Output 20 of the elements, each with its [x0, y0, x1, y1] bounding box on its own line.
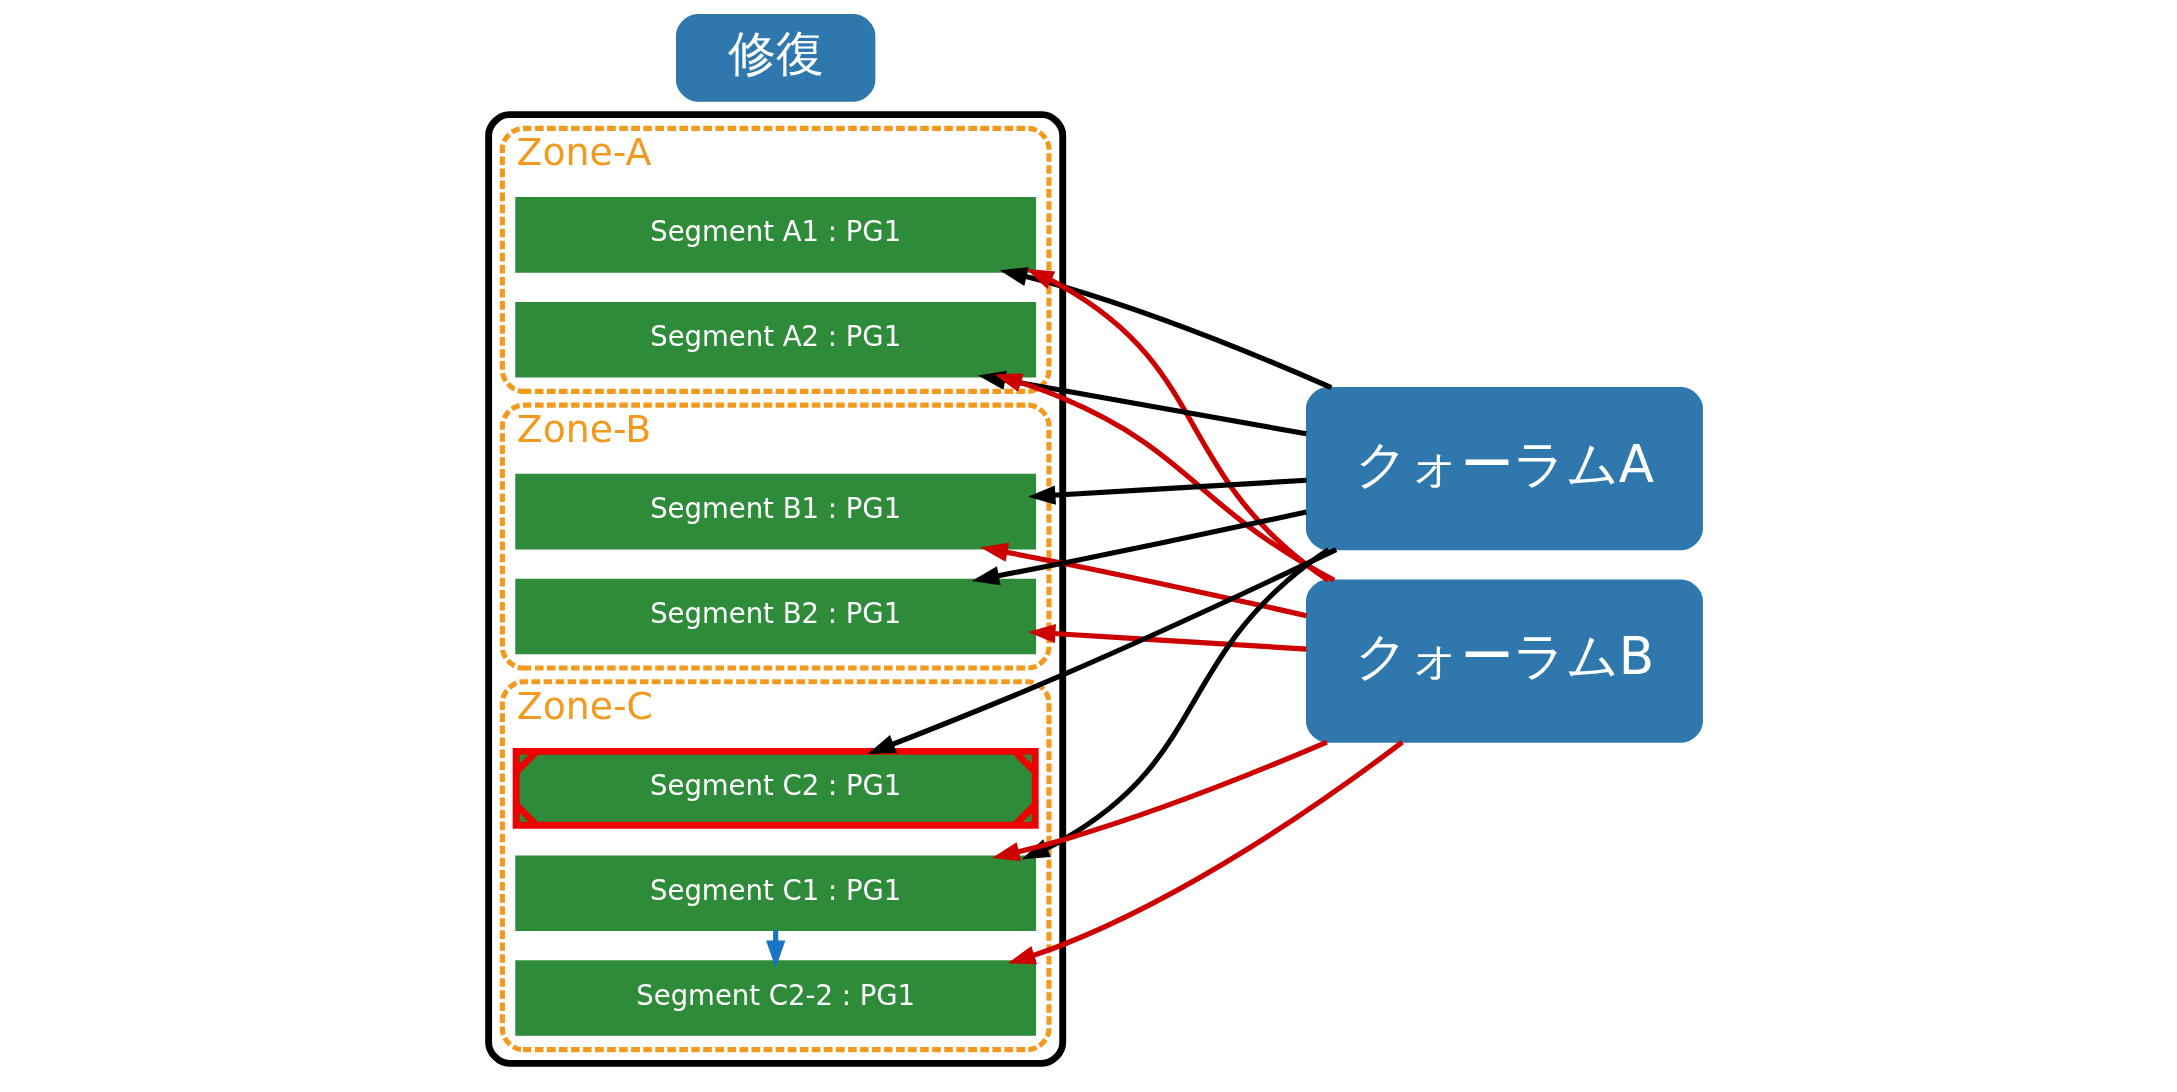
arrow — [1027, 477, 1307, 505]
cluster — [485, 111, 1067, 1067]
node-box: 修復 — [676, 14, 876, 102]
arrow — [978, 370, 1307, 437]
node-box: クォーラムB — [1305, 579, 1703, 743]
node-box: Segment B2 : PG1 — [515, 578, 1037, 655]
arrow — [971, 509, 1307, 586]
arrow — [980, 542, 1308, 619]
arrow — [999, 267, 1333, 390]
node-box: Segment C1 : PG1 — [515, 855, 1037, 931]
arrow — [994, 373, 1336, 583]
node-box: クォーラムA — [1305, 387, 1703, 551]
node-box: Segment A2 : PG1 — [515, 301, 1037, 378]
arrow — [1026, 268, 1330, 583]
arrow — [1027, 623, 1307, 652]
node-box: Segment C2-2 : PG1 — [515, 960, 1037, 1036]
arrow — [867, 547, 1338, 755]
node-box: Segment A1 : PG1 — [515, 197, 1037, 273]
arrow — [1007, 740, 1404, 965]
node-box: Segment B1 : PG1 — [515, 473, 1037, 550]
